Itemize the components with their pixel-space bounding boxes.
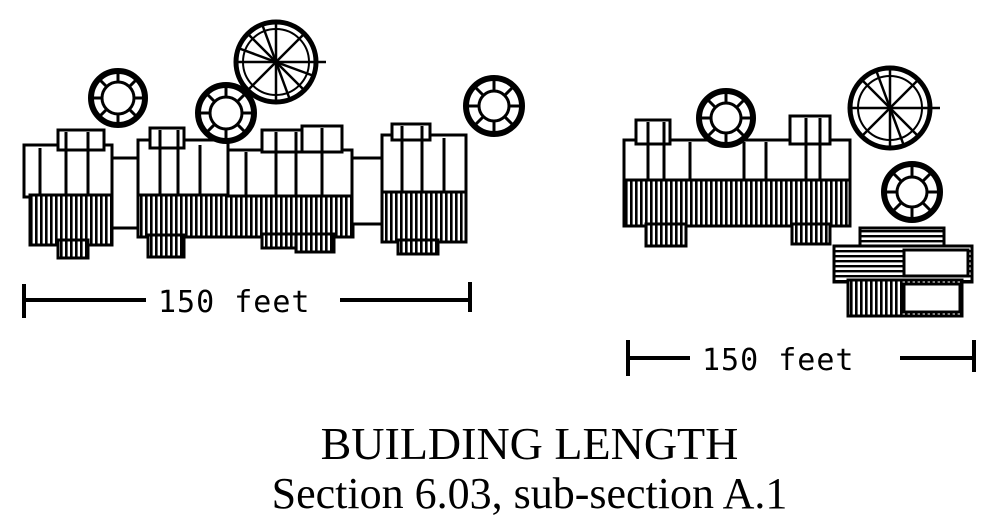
tree-icon: [847, 65, 940, 151]
left-dimension-line: [22, 282, 472, 318]
right-dimension-label: 150 feet: [702, 343, 855, 378]
tree-icon: [233, 19, 326, 105]
left-dimension-label: 150 feet: [158, 285, 311, 320]
tree-icon: [463, 75, 525, 137]
tree-icon: [696, 88, 756, 148]
right-trees: [696, 65, 943, 223]
left-trees: [88, 19, 525, 144]
right-dimension-line: [626, 340, 976, 376]
left-building-plan: [22, 122, 468, 260]
right-building-plan: [622, 114, 974, 318]
tree-icon: [195, 82, 257, 144]
left-unit-3: [226, 124, 354, 254]
caption-subtitle: Section 6.03, sub-section A.1: [271, 469, 788, 518]
tree-icon: [881, 161, 943, 223]
left-unit-4: [380, 122, 468, 256]
left-unit-2: [136, 126, 355, 259]
caption-title: BUILDING LENGTH: [320, 418, 739, 469]
tree-icon: [88, 68, 148, 128]
left-unit-1: [22, 128, 114, 260]
